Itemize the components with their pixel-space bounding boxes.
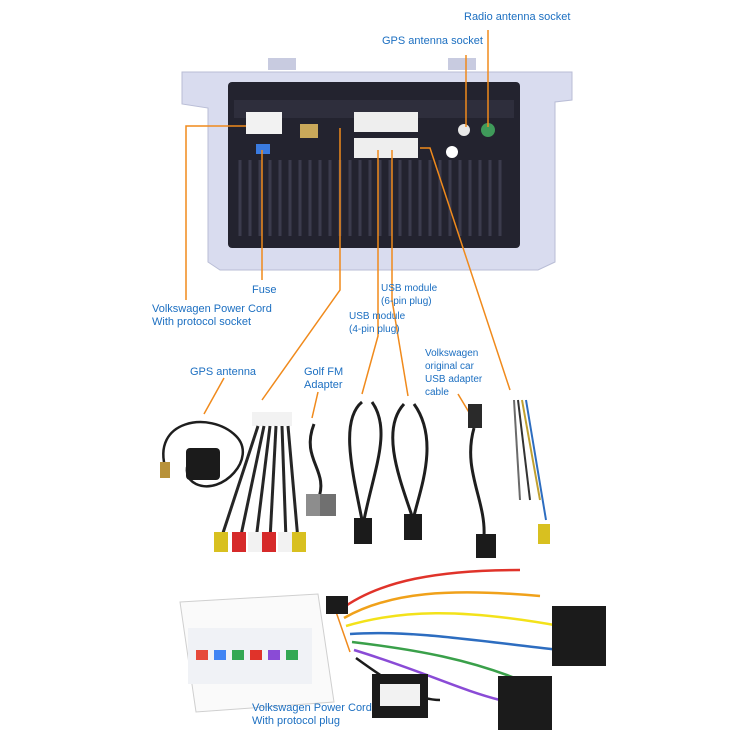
fuse-text: Fuse (252, 284, 277, 296)
signal-harness (513, 399, 550, 544)
usb-4pin-line2: (4-pin plug) (349, 324, 400, 335)
usb-6pin-label: USB module (6-pin plug) (381, 282, 437, 308)
vw-power-cord-plug-line2: With protocol plug (252, 715, 341, 727)
golf-fm-line1: Golf FM (304, 366, 344, 378)
fuse-label: Fuse (252, 284, 276, 297)
usb-6pin-line1: USB module (381, 283, 438, 294)
golf-fm-line2: Adapter (304, 379, 343, 391)
vw-usb-adapter-label: Volkswagen original car USB adapter cabl… (425, 347, 482, 399)
gps-antenna-socket-text: GPS antenna socket (382, 35, 483, 47)
vw-usb-line4: cable (425, 387, 449, 398)
gps-antenna-text: GPS antenna (190, 366, 257, 378)
power-cord-harness (326, 568, 606, 730)
vw-usb-line3: USB adapter (425, 374, 483, 385)
golf-fm-adapter (306, 423, 336, 516)
vw-usb-line1: Volkswagen (425, 348, 479, 359)
vw-power-cord-socket-line2: With protocol socket (152, 316, 252, 328)
usb-4pin-line1: USB module (349, 311, 406, 322)
vw-usb-line2: original car (425, 361, 474, 372)
vw-power-cord-plug-line1: Volkswagen Power Cord (252, 702, 372, 714)
radio-antenna-socket-label: Radio antenna socket (464, 11, 570, 24)
gps-antenna-socket-label: GPS antenna socket (382, 35, 483, 48)
instruction-manual (179, 593, 335, 713)
radio-antenna-socket-text: Radio antenna socket (464, 11, 571, 23)
usb-4pin-label: USB module (4-pin plug) (349, 310, 405, 336)
gps-antenna-label: GPS antenna (190, 366, 256, 379)
gps-antenna (160, 420, 244, 488)
usb-module-4pin (348, 400, 383, 544)
usb-module-6pin (391, 402, 429, 540)
head-unit (181, 58, 573, 271)
golf-fm-adapter-label: Golf FM Adapter (304, 366, 343, 392)
vw-power-cord-socket-line1: Volkswagen Power Cord (152, 303, 272, 315)
vw-usb-adapter-cable (468, 404, 496, 558)
rca-harness (214, 412, 306, 552)
vw-power-cord-socket-label: Volkswagen Power Cord With protocol sock… (152, 303, 272, 329)
leader-lines (185, 30, 511, 653)
usb-6pin-line2: (6-pin plug) (381, 296, 432, 307)
vw-power-cord-plug-label: Volkswagen Power Cord With protocol plug (252, 702, 372, 728)
